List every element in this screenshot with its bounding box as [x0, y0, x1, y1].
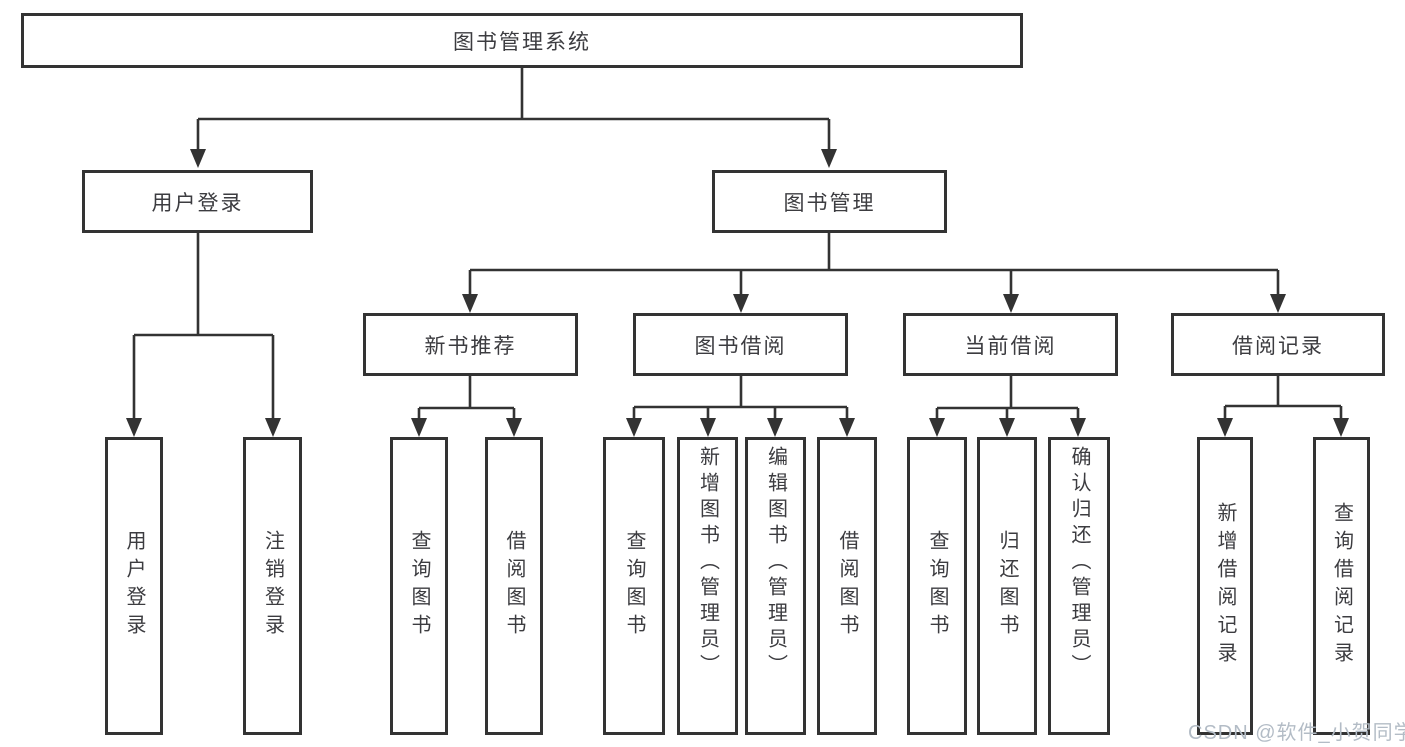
node-leaf-return-books-label: 归还图书 — [996, 530, 1018, 642]
node-borrowing-records: 借阅记录 — [1171, 313, 1385, 376]
node-book-management: 图书管理 — [712, 170, 947, 233]
node-leaf-confirm-return-admin: 确认归还（管理员） — [1048, 437, 1110, 735]
node-leaf-logout: 注销登录 — [243, 437, 302, 735]
node-book-management-label: 图书管理 — [783, 191, 876, 215]
node-leaf-add-borrow-record: 新增借阅记录 — [1197, 437, 1253, 735]
node-leaf-logout-label: 注销登录 — [261, 530, 284, 642]
watermark: CSDN @软件_小贺同学 — [1188, 722, 1405, 744]
node-leaf-edit-books-admin-label: 编辑图书（管理员） — [764, 446, 787, 680]
node-leaf-newbook-query-books-label: 查询图书 — [408, 530, 430, 642]
node-book-borrowing-label: 图书借阅 — [694, 334, 787, 358]
node-current-borrowing: 当前借阅 — [903, 313, 1118, 376]
node-leaf-newbook-borrow-books: 借阅图书 — [485, 437, 543, 735]
node-leaf-borrowing-borrow-books: 借阅图书 — [817, 437, 877, 735]
node-leaf-newbook-query-books: 查询图书 — [390, 437, 448, 735]
node-leaf-add-books-admin-label: 新增图书（管理员） — [696, 446, 719, 680]
node-leaf-return-books: 归还图书 — [977, 437, 1037, 735]
node-leaf-user-login: 用户登录 — [105, 437, 163, 735]
node-leaf-user-login-label: 用户登录 — [123, 530, 145, 642]
node-book-borrowing: 图书借阅 — [633, 313, 848, 376]
node-leaf-add-books-admin: 新增图书（管理员） — [677, 437, 738, 735]
node-leaf-add-borrow-record-label: 新增借阅记录 — [1214, 502, 1236, 670]
node-leaf-current-query-books-label: 查询图书 — [926, 530, 948, 642]
node-new-book-recommend: 新书推荐 — [363, 313, 578, 376]
node-leaf-borrowing-borrow-books-label: 借阅图书 — [836, 530, 858, 642]
node-leaf-query-borrow-record-label: 查询借阅记录 — [1330, 502, 1353, 670]
node-user-login-branch: 用户登录 — [82, 170, 313, 233]
node-leaf-edit-books-admin: 编辑图书（管理员） — [745, 437, 806, 735]
node-leaf-current-query-books: 查询图书 — [907, 437, 967, 735]
node-leaf-query-borrow-record: 查询借阅记录 — [1313, 437, 1370, 735]
node-root-label: 图书管理系统 — [453, 30, 591, 54]
node-root: 图书管理系统 — [21, 13, 1023, 68]
node-leaf-borrowing-query-books-label: 查询图书 — [623, 530, 645, 642]
node-leaf-confirm-return-admin-label: 确认归还（管理员） — [1068, 446, 1090, 680]
node-current-borrowing-label: 当前借阅 — [964, 334, 1057, 358]
node-borrowing-records-label: 借阅记录 — [1232, 334, 1324, 358]
node-user-login-label: 用户登录 — [151, 191, 244, 215]
node-leaf-borrowing-query-books: 查询图书 — [603, 437, 665, 735]
node-new-book-recommend-label: 新书推荐 — [424, 334, 517, 358]
node-leaf-newbook-borrow-books-label: 借阅图书 — [503, 530, 525, 642]
